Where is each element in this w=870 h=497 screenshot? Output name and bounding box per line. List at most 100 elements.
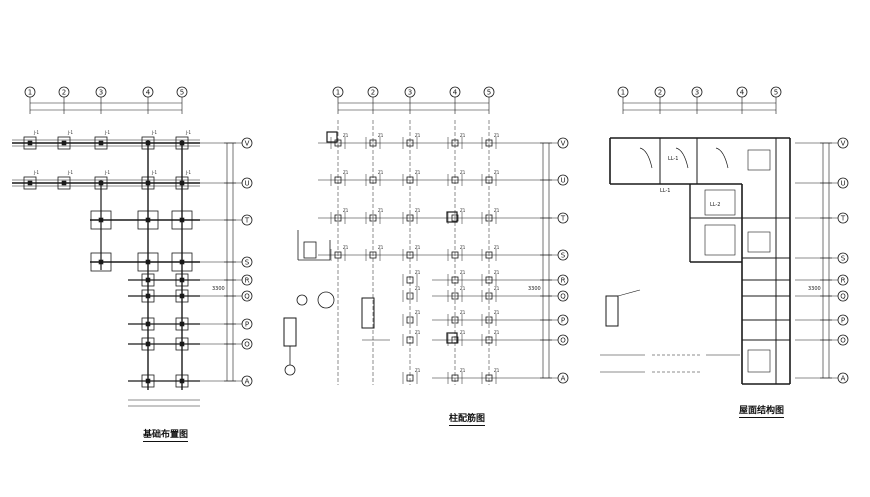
column-tag: Z1 [460, 133, 466, 138]
column-tag: Z1 [494, 208, 500, 213]
roof-structure-plan-title: 屋面结构图 [739, 403, 785, 418]
beam-tag: LL-2 [710, 202, 720, 208]
grid-row-bubble-label: S [245, 259, 250, 267]
grid-col-bubble-label: 4 [453, 89, 458, 97]
column-tag: Z1 [460, 286, 466, 291]
column-tag: Z1 [343, 208, 349, 213]
section-details [283, 230, 740, 376]
column-section [485, 292, 493, 300]
grid-col-bubble-label: 4 [740, 89, 745, 97]
foundation-plan-title: 基础布置图 [143, 427, 189, 442]
grid-col-bubble-label: 5 [487, 89, 491, 97]
footing-tag: J-1 [33, 170, 39, 175]
column-stub [27, 140, 33, 146]
grid-row-bubble-label: R [841, 277, 846, 285]
column-tag: Z1 [343, 170, 349, 175]
footing-pad [94, 136, 108, 150]
footing-tag: J-1 [185, 130, 191, 135]
column-section [406, 316, 414, 324]
grid-col-bubble-label: 3 [695, 89, 699, 97]
grid-row-bubble-label: P [841, 317, 845, 325]
dimension-text: 3300 [808, 286, 821, 292]
column-tag: Z1 [343, 133, 349, 138]
column-tag: Z1 [460, 208, 466, 213]
grid-row-bubble-label: P [245, 321, 249, 329]
footing-pad [23, 136, 37, 150]
slab-panel [747, 349, 771, 373]
grid-row-bubble-label: Q [560, 293, 566, 301]
column-section [406, 214, 414, 222]
column-stub [27, 180, 33, 186]
column-section [369, 214, 377, 222]
detail-circle [284, 364, 296, 376]
column-tag: Z1 [460, 245, 466, 250]
column-tag: Z1 [378, 133, 384, 138]
grid-col-bubble-label: 1 [28, 89, 32, 97]
column-tag: Z1 [415, 330, 421, 335]
column-tag: Z1 [460, 330, 466, 335]
grid-col-bubble-label: 4 [146, 89, 151, 97]
grid-row-bubble-label: O [244, 341, 250, 349]
slab-opening [704, 224, 736, 256]
detail-rect [303, 241, 317, 259]
column-tag: Z1 [460, 310, 466, 315]
footing-tag: J-1 [104, 170, 110, 175]
column-tag: Z1 [494, 330, 500, 335]
grid-row-bubble-label: R [561, 277, 566, 285]
slab-span-arc [715, 147, 729, 169]
column-tag: Z1 [378, 170, 384, 175]
footing-tag: J-1 [67, 170, 73, 175]
column-tag: Z1 [415, 245, 421, 250]
footing-tag: J-1 [67, 130, 73, 135]
column-tag: Z1 [460, 368, 466, 373]
grid-row-bubble-label: Q [840, 293, 846, 301]
column-plan-title: 柱配筋图 [449, 411, 486, 426]
column-tag: Z1 [494, 270, 500, 275]
column-tag: Z1 [494, 245, 500, 250]
detail-circle [317, 291, 335, 309]
grid-row-bubble-label: U [244, 180, 249, 188]
footing-pad [57, 176, 71, 190]
grid-row-bubble-label: V [841, 140, 846, 148]
grid-col-bubble-label: 5 [774, 89, 778, 97]
footing-pad [23, 176, 37, 190]
column-stub [61, 180, 67, 186]
column-tag: Z1 [494, 368, 500, 373]
slab-span-arc [639, 147, 653, 169]
column-tag: Z1 [378, 208, 384, 213]
column-section [451, 316, 459, 324]
dimension-text: 3300 [528, 286, 541, 292]
column-tag: Z1 [415, 133, 421, 138]
column-stub [61, 140, 67, 146]
column-tag: Z1 [415, 208, 421, 213]
footing-tag: J-1 [104, 130, 110, 135]
column-tag: Z1 [460, 170, 466, 175]
column-tag: Z1 [494, 286, 500, 291]
dimension-text: 3300 [212, 286, 225, 292]
column-tag: Z1 [415, 270, 421, 275]
column-tag: Z1 [415, 368, 421, 373]
column-section [485, 316, 493, 324]
grid-col-bubble-label: 3 [408, 89, 412, 97]
slab-opening [704, 189, 736, 216]
column-tag: Z1 [343, 245, 349, 250]
grid-row-bubble-label: S [841, 255, 846, 263]
footing-pad [57, 136, 71, 150]
column-section [451, 214, 459, 222]
footing-tag: J-1 [185, 170, 191, 175]
column-tag: Z1 [378, 245, 384, 250]
slab-panel [747, 149, 771, 171]
slab-panel [747, 231, 771, 253]
detail-leader [617, 289, 641, 297]
column-tag: Z1 [494, 133, 500, 138]
grid-col-bubble-label: 1 [336, 89, 340, 97]
grid-row-bubble-label: A [245, 378, 250, 386]
grid-row-bubble-label: T [244, 217, 250, 225]
grid-row-bubble-label: V [561, 140, 566, 148]
grid-row-bubble-label: Q [244, 293, 250, 301]
column-tag: Z1 [415, 310, 421, 315]
column-tag: Z1 [460, 270, 466, 275]
